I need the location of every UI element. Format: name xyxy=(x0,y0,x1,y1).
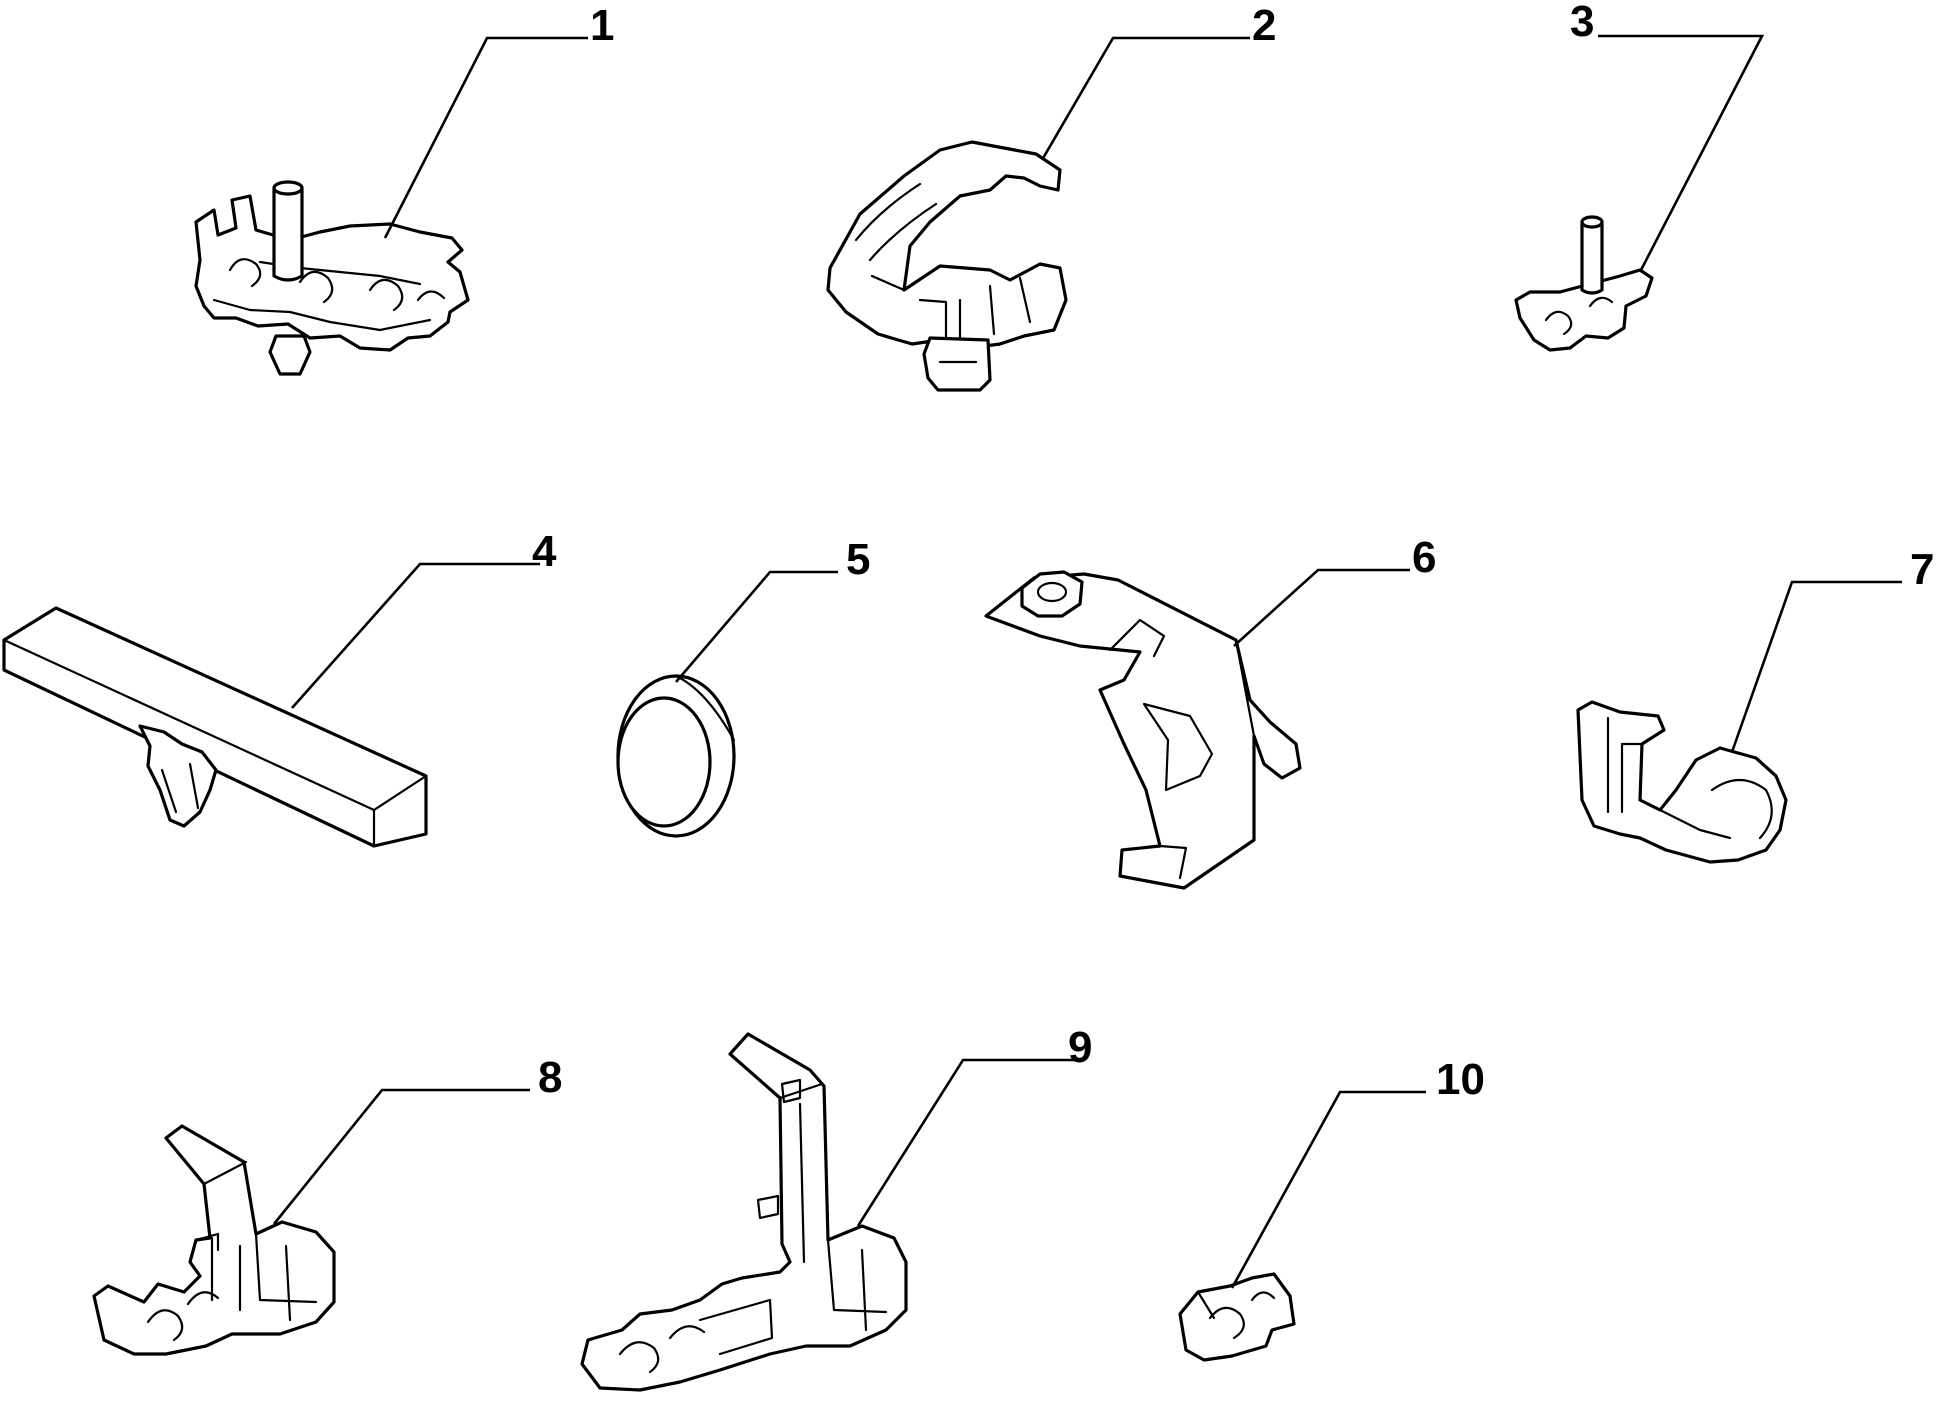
callout-1: 1 xyxy=(590,1,614,50)
part-5-round-plug xyxy=(616,674,736,838)
callout-4: 4 xyxy=(532,527,557,576)
part-8-double-clip xyxy=(92,1124,336,1356)
leader-2 xyxy=(1040,36,1250,161)
callout-5: 5 xyxy=(846,535,870,584)
part-3-pin-clip xyxy=(1514,215,1654,352)
leader-3 xyxy=(1598,34,1765,273)
part-9-long-arm-clip xyxy=(580,1032,908,1392)
part-4-flat-strip xyxy=(2,606,428,848)
leader-8 xyxy=(272,1088,530,1225)
part-1-multi-clip xyxy=(194,180,470,376)
leader-10 xyxy=(1230,1090,1426,1289)
leader-7 xyxy=(1730,580,1902,753)
part-2-arched-clip xyxy=(826,140,1068,392)
part-7-hose-clip xyxy=(1576,700,1788,864)
callout-2: 2 xyxy=(1252,1,1276,50)
part-6-bracket xyxy=(984,570,1302,890)
leader-5 xyxy=(675,570,838,683)
leader-4 xyxy=(291,562,540,709)
leader-1 xyxy=(383,36,588,239)
part-10-small-clip xyxy=(1178,1272,1296,1362)
callout-9: 9 xyxy=(1068,1023,1092,1072)
leader-6 xyxy=(1233,568,1410,647)
callout-6: 6 xyxy=(1412,533,1436,582)
callout-10: 10 xyxy=(1436,1055,1485,1104)
leader-9 xyxy=(856,1058,1074,1227)
callout-7: 7 xyxy=(1910,545,1934,594)
callout-3: 3 xyxy=(1570,0,1594,46)
callout-8: 8 xyxy=(538,1053,562,1102)
